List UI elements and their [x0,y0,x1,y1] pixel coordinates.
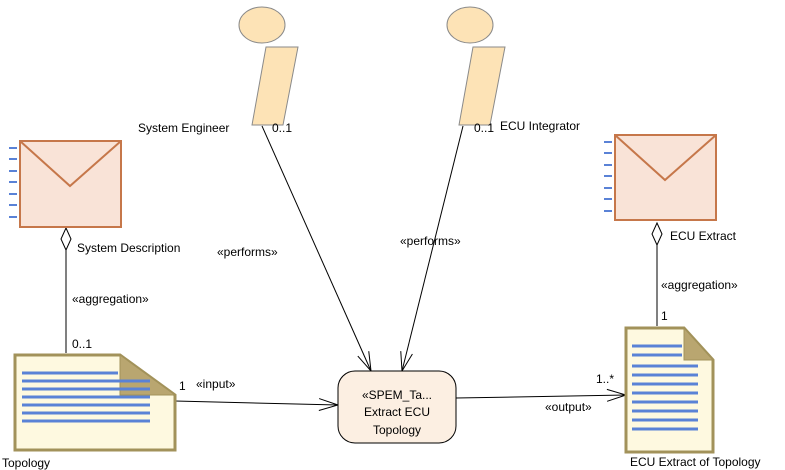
aggregation-label-ecu-extract: «aggregation» [661,278,738,292]
artifact-label-ecu-extract-of-topology: ECU Extract of Topology [630,455,761,469]
input-label: «input» [196,377,236,391]
performs-label-ecu-integrator: «performs» [400,234,461,248]
artifact-ecu-extract-of-topology[interactable]: ECU Extract of Topology [624,326,761,469]
multiplicity-ecu-extract-aggregation: 1 [661,309,668,323]
aggregation-diamond-system-description [60,226,72,252]
role-label-system-engineer: System Engineer [138,121,229,135]
performs-edge-ecu-integrator [400,125,464,373]
task-name-line-2: Topology [373,423,421,437]
multiplicity-topology-aggregation: 0..1 [72,337,92,351]
person-icon [446,6,506,126]
output-edge [455,388,628,402]
input-edge [174,398,340,412]
performs-label-system-engineer: «performs» [217,245,278,259]
person-icon [238,6,299,126]
multiplicity-system-engineer: 0..1 [272,121,292,135]
role-system-engineer[interactable]: System Engineer 0..1 [138,6,299,135]
output-label: «output» [545,400,592,414]
role-label-ecu-integrator: ECU Integrator [500,119,580,133]
artifact-topology[interactable]: Topology [2,353,177,470]
multiplicity-ecu-integrator: 0..1 [474,121,494,135]
artifact-label-topology: Topology [2,456,50,470]
deliverable-label-ecu-extract: ECU Extract [670,229,737,243]
document-icon [624,326,715,454]
multiplicity-output: 1..* [596,372,614,386]
task-icon [337,370,457,444]
document-icon [13,353,177,452]
deliverable-label-system-description: System Description [77,241,180,255]
task-stereotype: «SPEM_Ta... [362,388,432,402]
role-ecu-integrator[interactable]: 0..1 ECU Integrator [446,6,580,135]
envelope-icon [604,134,717,221]
task-extract-ecu-topology[interactable]: «SPEM_Ta... Extract ECU Topology [337,370,457,444]
aggregation-label-system-description: «aggregation» [72,292,149,306]
envelope-icon [9,140,122,228]
deliverable-ecu-extract[interactable]: ECU Extract [604,134,737,243]
aggregation-diamond-ecu-extract [651,221,663,247]
performs-edge-system-engineer [261,125,372,373]
multiplicity-input: 1 [179,379,186,393]
deliverable-system-description[interactable]: System Description [9,140,180,255]
task-name-line-1: Extract ECU [364,405,430,419]
